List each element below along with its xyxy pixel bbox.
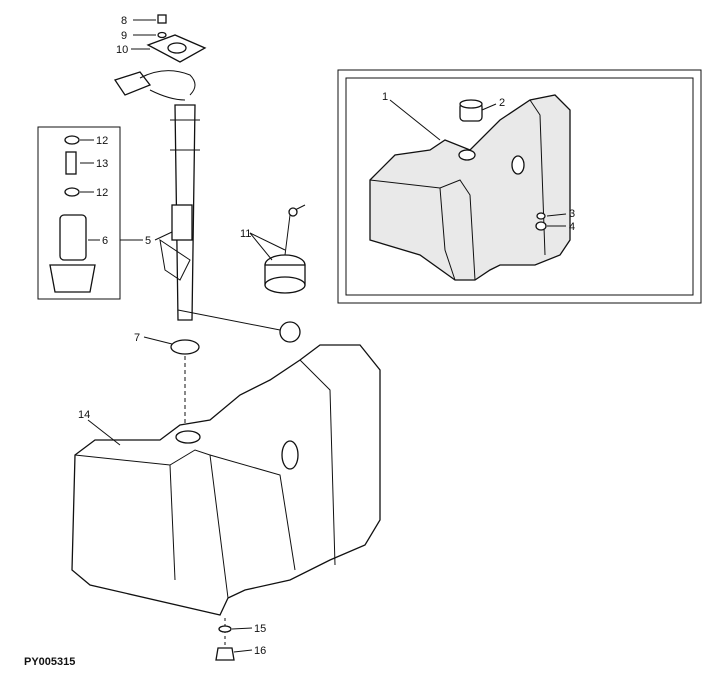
- callout-2: 2: [499, 97, 505, 109]
- callout-3: 3: [569, 208, 575, 220]
- callout-16: 16: [254, 645, 266, 657]
- pump-inset: [37, 126, 143, 300]
- callout-12: 12: [96, 187, 108, 199]
- gasket: [143, 336, 200, 425]
- callout-14: 14: [78, 409, 90, 421]
- callout-6: 6: [102, 235, 108, 247]
- callout-12: 12: [96, 135, 108, 147]
- drain-plug-hardware: [215, 618, 253, 661]
- inset-tank-detail: [337, 69, 702, 304]
- callout-11: 11: [240, 228, 251, 240]
- callout-5: 5: [145, 235, 151, 247]
- fuel-cap-with-keys: [249, 204, 306, 294]
- sender-unit-hardware: [113, 14, 301, 343]
- main-fuel-tank: [71, 344, 381, 616]
- callout-4: 4: [569, 221, 575, 233]
- callout-10: 10: [116, 44, 128, 56]
- callout-8: 8: [121, 15, 127, 27]
- callout-7: 7: [134, 332, 140, 344]
- callout-15: 15: [254, 623, 266, 635]
- callout-13: 13: [96, 158, 108, 170]
- callout-9: 9: [121, 30, 127, 42]
- figure-code: PY005315: [24, 656, 75, 668]
- callout-1: 1: [382, 91, 388, 103]
